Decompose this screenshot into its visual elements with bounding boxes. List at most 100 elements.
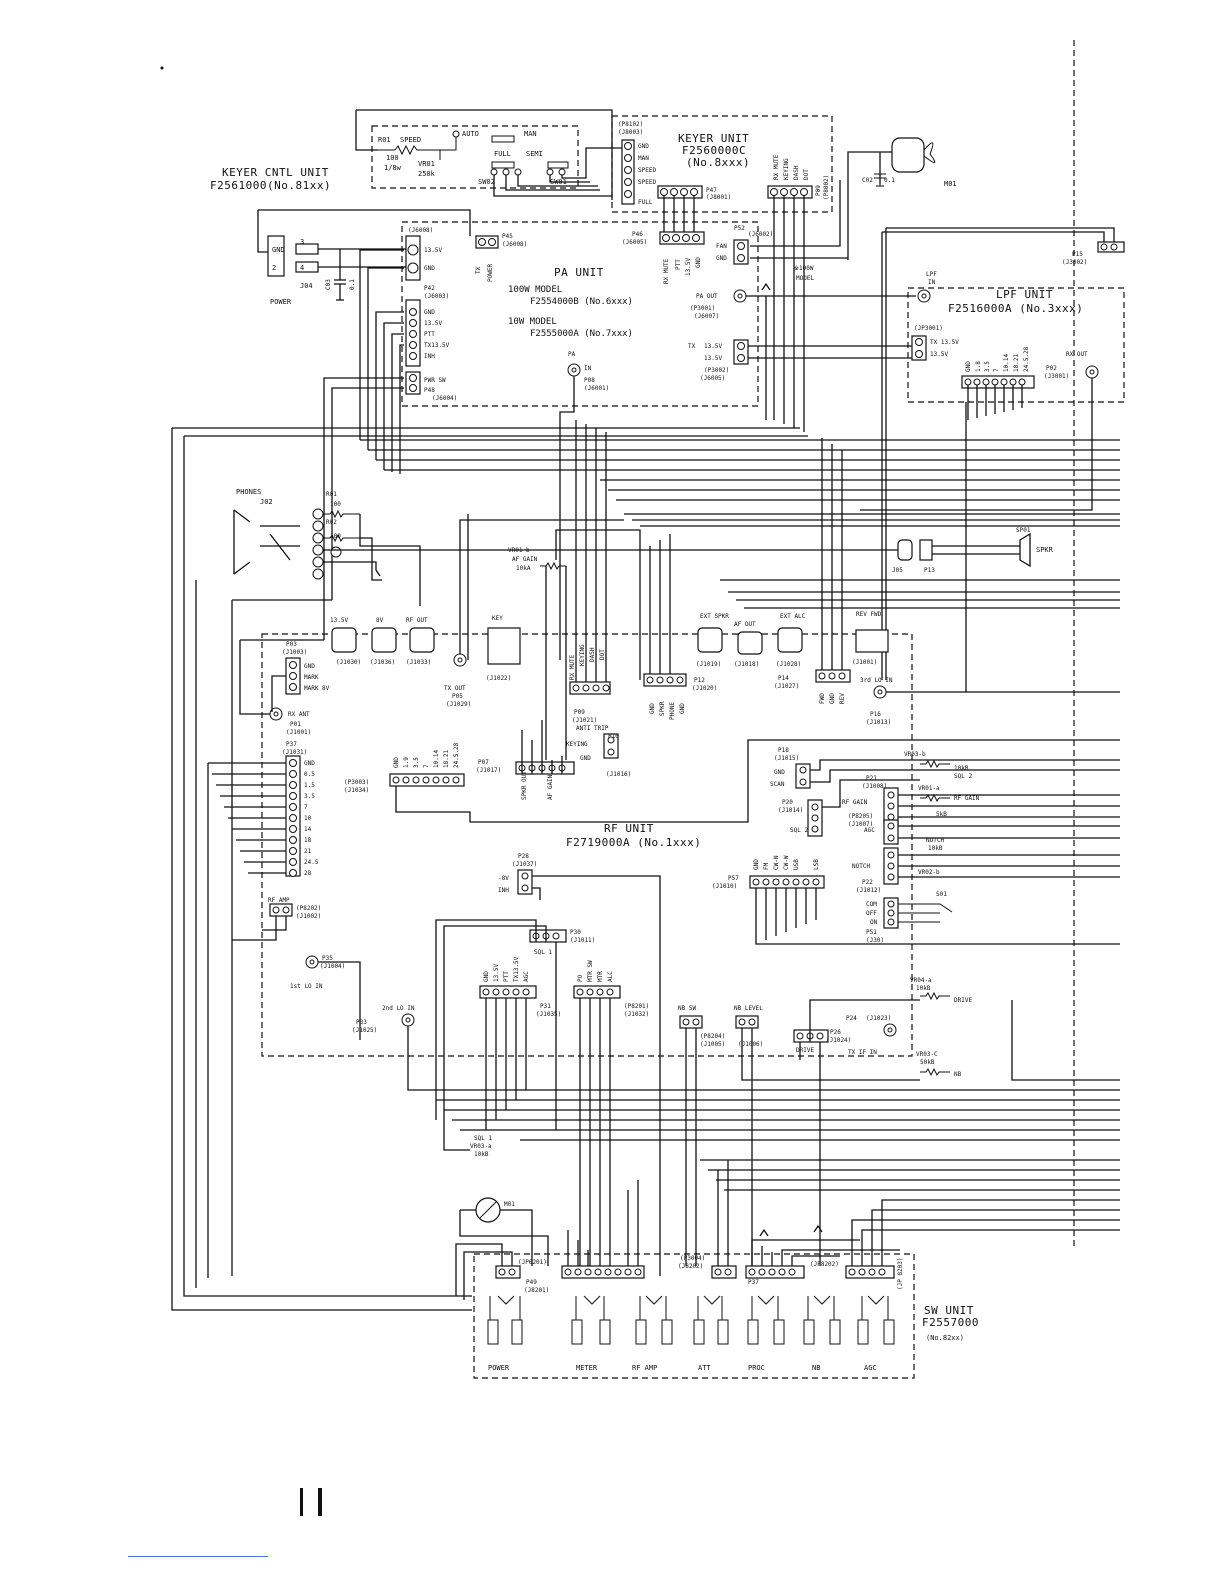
- label-p3003-35: 3.5: [413, 757, 420, 768]
- label-p8201-mtr: MTR: [597, 971, 604, 982]
- label-p3003-gnd: GND: [393, 757, 400, 768]
- label-p37-21: 21: [304, 848, 312, 855]
- label-keyer-speed2: SPEED: [638, 179, 656, 186]
- label-lpf-gnd: GND: [965, 361, 972, 372]
- label-pa-j6008: (J6008): [408, 227, 433, 234]
- sw-unit: SW UNIT F2557000 (No.82xx) (JP6201) P49 …: [473, 1253, 978, 1379]
- label-p01: P01: [290, 721, 301, 728]
- label-vr01: VR01: [418, 160, 435, 168]
- label-p3003-18: 1.9: [403, 757, 410, 768]
- sw-label-agc: AGC: [864, 1364, 877, 1372]
- sw-label-meter: METER: [576, 1364, 598, 1372]
- label-rx-out: RX OUT: [1066, 351, 1088, 358]
- label-j1006: (J1006): [738, 1041, 763, 1048]
- af-gain-pot: VR01-b AF GAIN 10kA: [508, 529, 641, 760]
- keyer-num: (No.8xxx): [686, 156, 750, 169]
- label-p24: P24: [846, 1015, 857, 1022]
- label-p15: P15: [1072, 251, 1083, 258]
- label-pa-in2: IN: [584, 365, 592, 372]
- label-pwr-2: 2: [272, 264, 276, 272]
- label-p28-inh: INH: [498, 887, 509, 894]
- keyer-cntl-code: F2561000(No.81xx): [210, 179, 331, 192]
- label-p31-tx135: TX13.5V: [513, 956, 520, 982]
- label-pa-rxmute: RX MUTE: [663, 258, 670, 284]
- label-vr04a: VR04-a: [910, 977, 932, 984]
- label-pwr-4: 4: [300, 264, 304, 272]
- label-p45: P45: [502, 233, 513, 240]
- label-p57-cww: CW-W: [783, 855, 790, 870]
- sw-wiring: [455, 1160, 1120, 1300]
- label-p08: P08: [584, 377, 595, 384]
- label-lpf-135: 13.5V: [930, 351, 948, 358]
- label-notch-top: NOTCH: [926, 837, 944, 844]
- label-j1029: (J1029): [446, 701, 471, 708]
- fan-motor: C02 0.1 M01: [847, 137, 957, 260]
- sql1-pot: SQL 1 VR03-a 10kB: [470, 1135, 492, 1158]
- label-j1022: (J1022): [486, 675, 511, 682]
- label-vr01a: VR01-a: [918, 785, 940, 792]
- label-man: MAN: [524, 130, 537, 138]
- label-lpf-b1: 1.8: [975, 361, 982, 372]
- label-s01-off: OFF: [866, 910, 877, 917]
- label-pwr-sw: PWR SW: [424, 377, 446, 384]
- bottom-mark-2: [318, 1488, 322, 1516]
- label-lpf-b10: 10.14: [1003, 354, 1010, 372]
- label-j1021: (J1021): [572, 717, 597, 724]
- label-p30: P30: [570, 929, 581, 936]
- label-jack-8v: 8V: [376, 617, 384, 624]
- label-j1004: (J1004): [320, 963, 345, 970]
- label-p16: P16: [870, 711, 881, 718]
- label-p37-18: 18: [304, 837, 312, 844]
- label-j6007: (J6007): [694, 313, 719, 320]
- label-p09-rxmute: RX MUTE: [569, 654, 576, 680]
- label-p12: P12: [694, 677, 705, 684]
- label-p46: P46: [632, 231, 643, 238]
- label-p30-sql1: SQL 1: [534, 949, 552, 956]
- label-lo2: 2nd LO IN: [382, 1005, 415, 1012]
- label-sw-p37: P37: [748, 1279, 759, 1286]
- label-j1036: (J1036): [370, 659, 395, 666]
- label-j1010: (J1010): [712, 883, 737, 890]
- label-p3004: (P3004): [680, 1255, 705, 1262]
- label-vr03b-sql2: SQL 2: [954, 773, 972, 780]
- label-j1005: (J1005): [700, 1041, 725, 1048]
- label-p37: P37: [286, 741, 297, 748]
- label-p3003-1014: 10.14: [433, 750, 440, 768]
- pa-10w-code: F2555000A (No.7xxx): [530, 329, 633, 339]
- label-j8201: (J8201): [524, 1287, 549, 1294]
- label-p57: P57: [728, 875, 739, 882]
- keyer-title: KEYER UNIT: [678, 132, 749, 145]
- label-p12-phone: PHONE: [669, 702, 676, 720]
- label-p20: P20: [782, 799, 793, 806]
- label-p57-lsb: LSB: [813, 859, 820, 870]
- label-p57-fm: FM: [763, 862, 770, 870]
- label-j1008: (J1008): [862, 783, 887, 790]
- label-vr03c-nb: NB: [954, 1071, 962, 1078]
- label-p8201-po: PO: [577, 974, 584, 982]
- p37-pins: [289, 759, 297, 877]
- label-power-jack: POWER: [270, 298, 292, 306]
- label-p37-15: 1.5: [304, 782, 315, 789]
- label-nb-sw: NB SW: [678, 1005, 696, 1012]
- label-j3002: (J3002): [1062, 259, 1087, 266]
- label-jack-extalc: EXT ALC: [780, 613, 806, 620]
- label-pa-135v-3: 13.5V: [704, 343, 722, 350]
- label-j1015: (J1015): [774, 755, 799, 762]
- label-vr03a-10k: 10kB: [474, 1151, 489, 1158]
- label-ph-r01: R01: [326, 491, 337, 498]
- label-pa-135v-4: 13.5V: [704, 355, 722, 362]
- label-lpf-b18: 18.21: [1013, 354, 1020, 372]
- label-pa-tx2: TX: [688, 343, 696, 350]
- label-pa-out: PA OUT: [696, 293, 718, 300]
- label-p3001: (P3001): [690, 305, 715, 312]
- label-p57-gnd: GND: [753, 859, 760, 870]
- label-jack-extspkr: EXT SPKR: [700, 613, 729, 620]
- label-j1033: (J1033): [406, 659, 431, 666]
- label-p12-gnd2: GND: [679, 703, 686, 714]
- label-p31-gnd: GND: [483, 971, 490, 982]
- pa-100w: 100W MODEL: [508, 285, 562, 295]
- label-jp8202: (JP8202): [810, 1261, 839, 1268]
- label-vr01b: VR01-b: [508, 547, 530, 554]
- label-p3002: (P3002): [704, 367, 729, 374]
